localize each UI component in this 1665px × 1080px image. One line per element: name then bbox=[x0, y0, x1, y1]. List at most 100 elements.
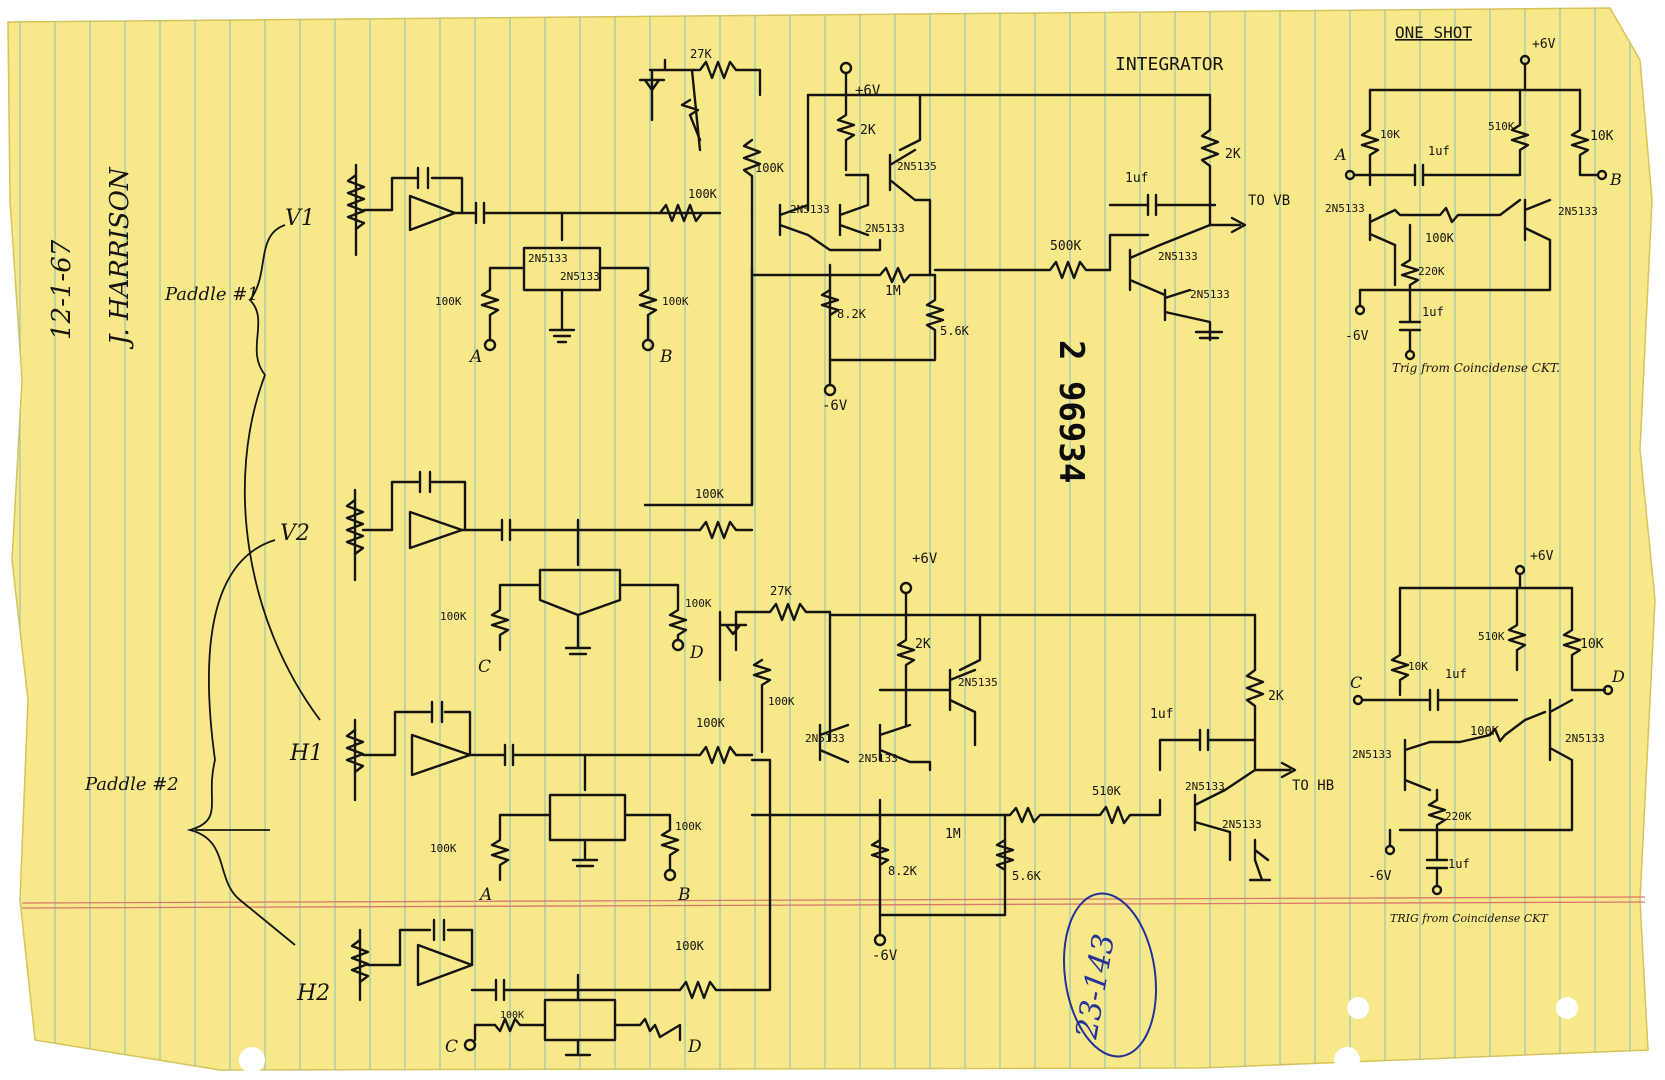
transistor-label: 2N5133 bbox=[1185, 780, 1225, 793]
transistor-label: 2N5133 bbox=[1565, 732, 1605, 745]
author-label: J. HARRISON bbox=[105, 166, 135, 350]
resistor-label: 10K bbox=[1590, 129, 1614, 144]
transistor-label: 2N5133 bbox=[1558, 205, 1598, 218]
resistor-label: 2K bbox=[1268, 689, 1284, 704]
punch-hole bbox=[1556, 997, 1578, 1019]
supply-neg-label: -6V bbox=[872, 948, 898, 964]
resistor-label: 2K bbox=[860, 123, 876, 138]
resistor-label: 100K bbox=[688, 187, 718, 201]
transistor-label: 2N5133 bbox=[528, 252, 568, 265]
transistor-label: 2N5133 bbox=[560, 270, 600, 283]
trigger-label: Trig from Coincidense CKT. bbox=[1392, 361, 1560, 375]
h2-label: H2 bbox=[296, 981, 330, 1006]
capacitor-label: 1uf bbox=[1428, 144, 1450, 158]
resistor-label: 100K bbox=[768, 695, 795, 708]
v2-label: V2 bbox=[280, 521, 310, 546]
punch-hole bbox=[239, 1047, 265, 1073]
punch-hole bbox=[1347, 997, 1369, 1019]
node-label: A bbox=[478, 885, 492, 905]
folder-number-oval bbox=[1062, 892, 1158, 1058]
supply-pos-label: +6V bbox=[1530, 549, 1554, 564]
v2-circuit-wiring bbox=[345, 470, 754, 656]
transistor-label: 2N5133 bbox=[865, 222, 905, 235]
resistor-label: 100K bbox=[675, 939, 705, 953]
resistor-label: 100K bbox=[1470, 724, 1500, 738]
transistor-label: 2N5133 bbox=[858, 752, 898, 765]
resistor-label: 1M bbox=[885, 284, 901, 299]
resistor-label: 100K bbox=[662, 295, 689, 308]
punch-hole bbox=[1334, 1047, 1360, 1073]
resistor-label: 500K bbox=[1050, 239, 1081, 254]
transistor-label: 2N5135 bbox=[897, 160, 937, 173]
bottom-circuit-wiring bbox=[718, 581, 1297, 992]
resistor-label: 100K bbox=[440, 610, 467, 623]
v1-label: V1 bbox=[285, 206, 315, 231]
node-label: D bbox=[1611, 667, 1625, 686]
supply-neg-label: -6V bbox=[1345, 329, 1369, 344]
paddle1-label: Paddle #1 bbox=[164, 284, 259, 305]
node-label: B bbox=[1609, 170, 1622, 189]
resistor-label: 100K bbox=[435, 295, 462, 308]
transistor-label: 2N5135 bbox=[958, 676, 998, 689]
supply-neg-label: -6V bbox=[1368, 869, 1392, 884]
transistor-label: 2N5133 bbox=[805, 732, 845, 745]
capacitor-label: 1uf bbox=[1150, 707, 1173, 722]
resistor-label: 510K bbox=[1478, 630, 1505, 643]
capacitor-label: 1uf bbox=[1445, 667, 1467, 681]
capacitor-label: 1uf bbox=[1125, 171, 1148, 186]
trigger-label: TRIG from Coincidense CKT bbox=[1390, 912, 1549, 925]
capacitor-label: 1uf bbox=[1422, 305, 1444, 319]
transistor-label: 2N5133 bbox=[1352, 748, 1392, 761]
node-label: C bbox=[478, 657, 491, 677]
transistor-label: 2N5133 bbox=[1190, 288, 1230, 301]
node-label: A bbox=[1333, 145, 1347, 164]
node-label: B bbox=[659, 347, 673, 367]
h1-circuit-wiring bbox=[345, 700, 754, 882]
resistor-label: 10K bbox=[1580, 637, 1604, 652]
resistor-label: 100K bbox=[755, 161, 785, 175]
supply-pos-label: +6V bbox=[855, 83, 881, 99]
output-label: TO HB bbox=[1292, 778, 1334, 794]
stamp-number: 2 96934 bbox=[1051, 340, 1091, 483]
resistor-label: 220K bbox=[1445, 810, 1472, 823]
resistor-label: 100K bbox=[696, 716, 726, 730]
resistor-label: 100K bbox=[685, 597, 712, 610]
resistor-label: 5.6K bbox=[1012, 869, 1042, 883]
resistor-label: 2K bbox=[1225, 147, 1241, 162]
resistor-label: 510K bbox=[1488, 120, 1515, 133]
node-label: C bbox=[445, 1037, 458, 1057]
transistor-label: 2N5133 bbox=[790, 203, 830, 216]
resistor-label: 100K bbox=[430, 842, 457, 855]
resistor-label: 8.2K bbox=[888, 864, 918, 878]
resistor-label: 100K bbox=[695, 487, 725, 501]
resistor-label: 510K bbox=[1092, 784, 1122, 798]
paddle2-label: Paddle #2 bbox=[84, 774, 179, 795]
one-shot-top-wiring bbox=[1344, 54, 1608, 361]
h2-circuit-wiring bbox=[350, 918, 737, 1057]
node-label: B bbox=[677, 885, 691, 905]
capacitor-label: 1uf bbox=[1448, 857, 1470, 871]
supply-pos-label: +6V bbox=[912, 551, 938, 567]
resistor-label: 100K bbox=[500, 1010, 524, 1021]
h1-label: H1 bbox=[289, 741, 323, 766]
node-label: A bbox=[468, 347, 482, 367]
supply-pos-label: +6V bbox=[1532, 37, 1556, 52]
transistor-label: 2N5133 bbox=[1158, 250, 1198, 263]
one-shot-title: ONE SHOT bbox=[1395, 23, 1472, 42]
node-label: D bbox=[687, 1037, 702, 1057]
resistor-label: 10K bbox=[1380, 128, 1400, 141]
resistor-label: 10K bbox=[1408, 660, 1428, 673]
resistor-label: 27K bbox=[770, 584, 792, 598]
transistor-label: 2N5133 bbox=[1222, 818, 1262, 831]
one-shot-bottom-wiring bbox=[1352, 564, 1614, 896]
margin-line bbox=[21, 896, 1646, 904]
resistor-label: 8.2K bbox=[837, 307, 867, 321]
resistor-label: 27K bbox=[690, 47, 712, 61]
resistor-label: 5.6K bbox=[940, 324, 970, 338]
resistor-label: 100K bbox=[1425, 231, 1455, 245]
date-label: 12-1-67 bbox=[47, 239, 77, 340]
top-circuit-wiring bbox=[346, 58, 1247, 507]
output-label: TO VB bbox=[1248, 193, 1290, 209]
